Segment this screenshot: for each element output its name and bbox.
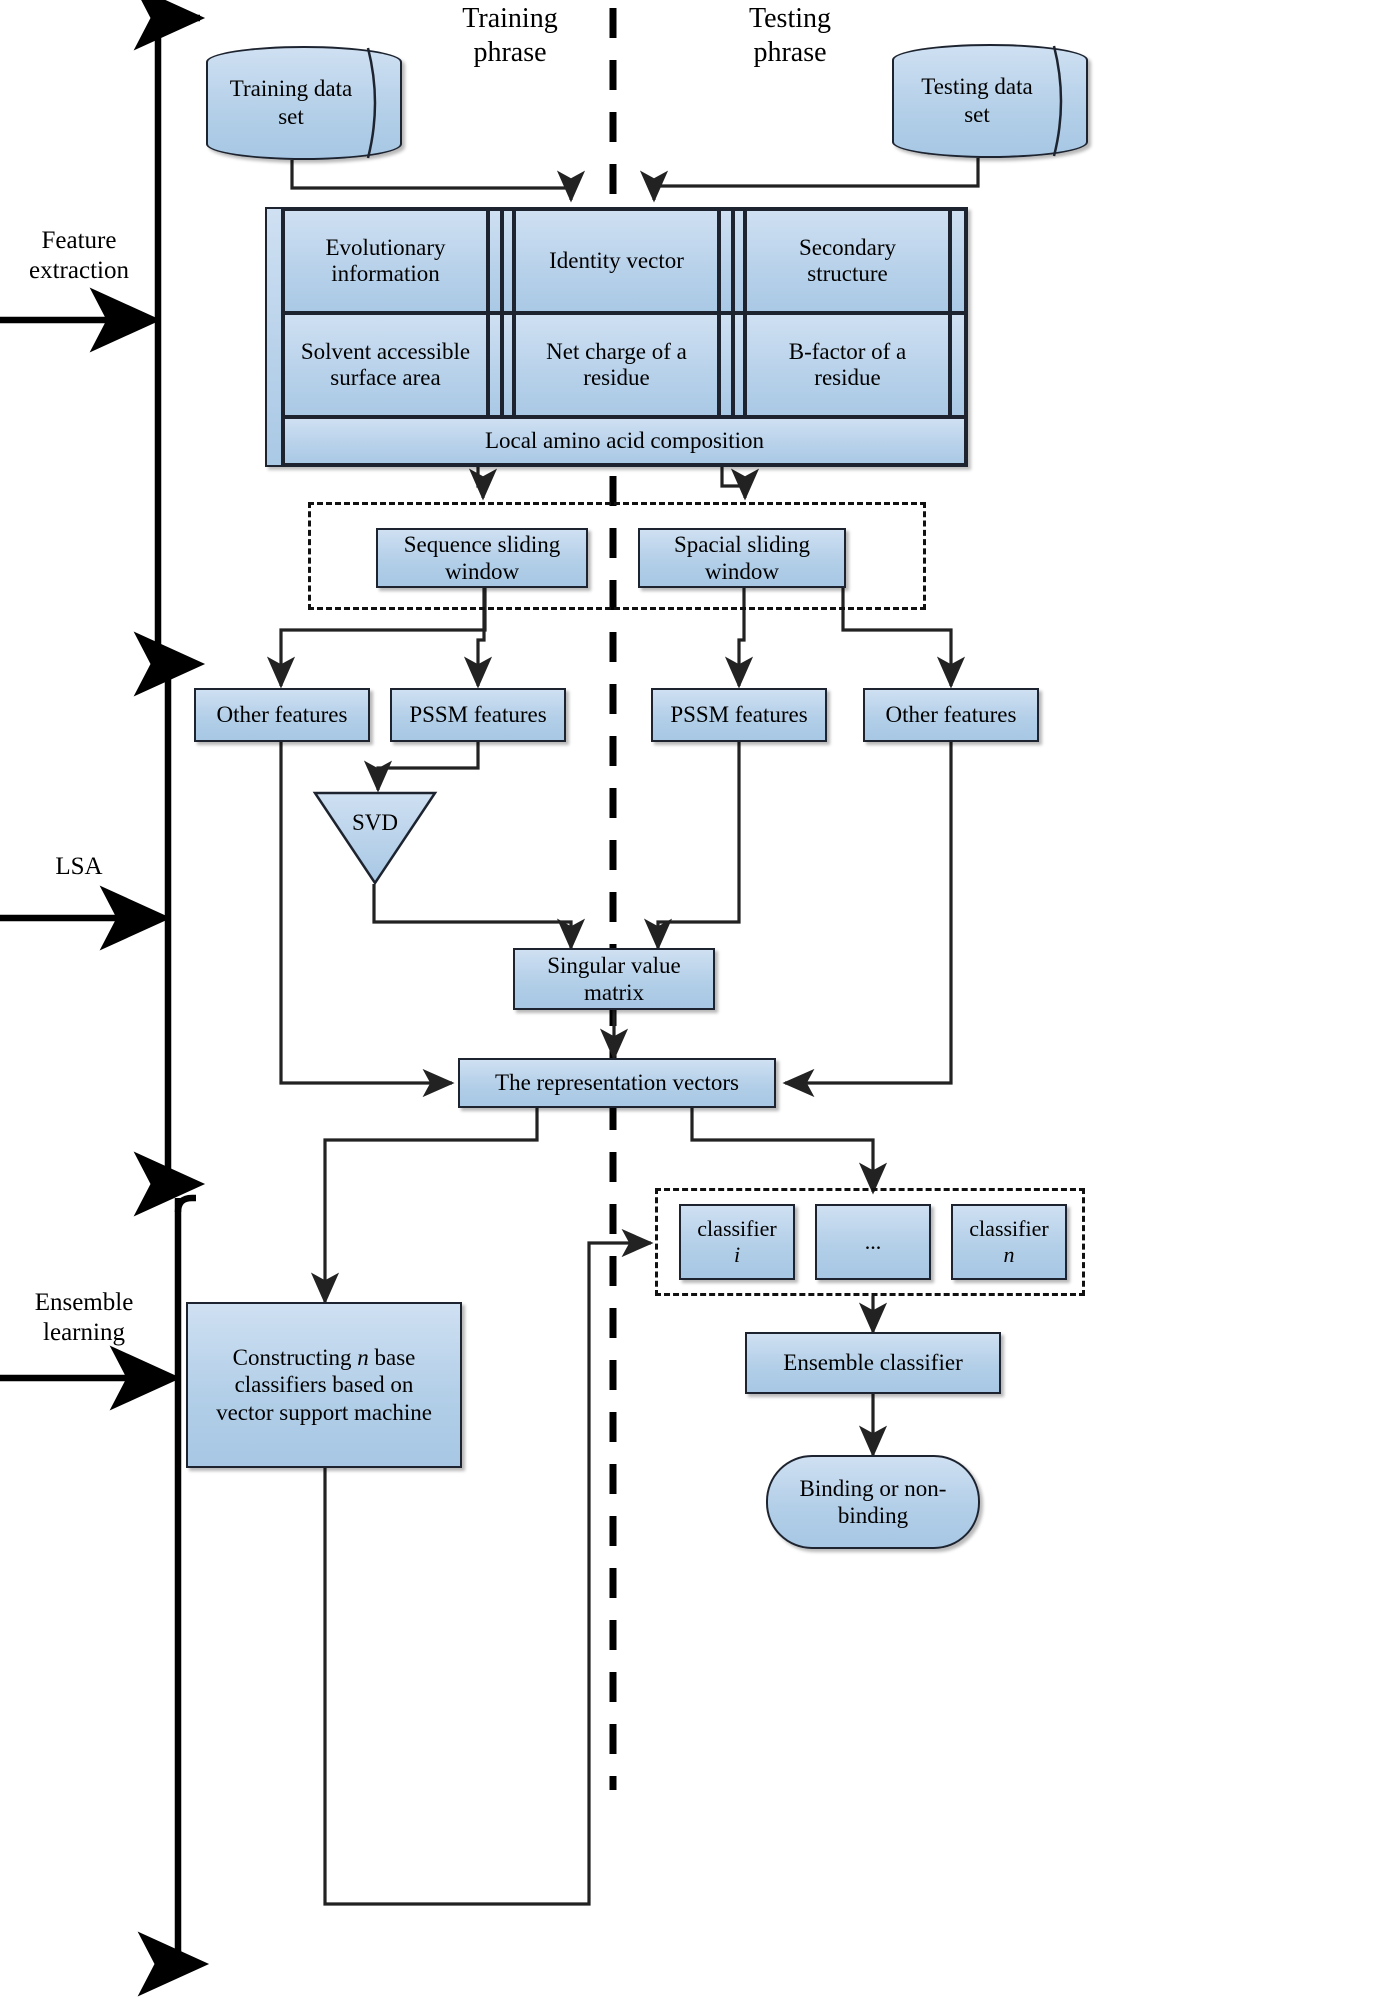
constructing-line2: classifiers based on [234, 1372, 414, 1398]
constructing-base-classifiers-box[interactable]: Constructing n base classifiers based on… [186, 1302, 462, 1468]
svd-label: SVD [351, 810, 398, 835]
singular-value-matrix-line1: Singular value [547, 952, 681, 978]
feature-cell-secondary-structure-line1: Secondary [798, 235, 897, 260]
training-phase-title-line1: Training [462, 3, 558, 34]
training-data-set-text: Training data set [206, 46, 402, 160]
classifier-ellipsis-box[interactable]: ... [815, 1204, 931, 1280]
feature-cell-secondary-structure-line2: structure [807, 261, 888, 286]
stage-label-feature-extraction-line1: Feature [41, 227, 117, 254]
representation-vectors-box[interactable]: The representation vectors [458, 1058, 776, 1108]
training-data-set-cylinder[interactable]: Training data set [206, 46, 402, 160]
other-features-train-box[interactable]: Other features [194, 688, 370, 742]
classifier-ellipsis-label: ... [864, 1229, 882, 1255]
classifier-n-line2: n [1003, 1242, 1015, 1267]
testing-phase-title: Testing phrase [700, 2, 880, 69]
pssm-features-test-label: PSSM features [670, 702, 808, 728]
classifier-i-box[interactable]: classifier i [679, 1204, 795, 1280]
stage-label-feature-extraction: Feature extraction [4, 226, 154, 286]
feature-cell-b-factor-line1: B-factor of a [788, 339, 907, 364]
classifier-n-box[interactable]: classifier n [951, 1204, 1067, 1280]
feature-cell-evolutionary-information-line2: information [331, 261, 440, 286]
binding-output-line1: Binding or non- [799, 1475, 947, 1501]
feature-cell-net-charge-line2: residue [583, 365, 650, 390]
stage-label-ensemble-learning: Ensemble learning [4, 1288, 164, 1348]
feature-panel-spacer-h [719, 313, 733, 417]
feature-panel-spacer-b [502, 209, 514, 313]
pssm-features-test-box[interactable]: PSSM features [651, 688, 827, 742]
feature-cell-solvent-accessible-surface-area[interactable]: Solvent accessible surface area [283, 313, 488, 417]
feature-cell-evolutionary-information-line1: Evolutionary [325, 235, 446, 260]
feature-panel-spacer-j [950, 313, 966, 417]
stage-label-feature-extraction-line2: extraction [29, 257, 129, 284]
pssm-features-train-box[interactable]: PSSM features [390, 688, 566, 742]
classifier-i-line1: classifier [697, 1216, 777, 1242]
other-features-test-box[interactable]: Other features [863, 688, 1039, 742]
testing-phase-title-line2: phrase [753, 36, 827, 68]
feature-cell-net-charge-of-a-residue[interactable]: Net charge of a residue [514, 313, 719, 417]
binding-output-line2: binding [837, 1503, 909, 1528]
stage-label-ensemble-learning-line1: Ensemble [34, 1289, 134, 1316]
classifier-i-line2: i [733, 1242, 741, 1267]
constructing-line1: Constructing n base [216, 1344, 432, 1371]
ensemble-classifier-box[interactable]: Ensemble classifier [745, 1332, 1001, 1394]
singular-value-matrix-box[interactable]: Singular value matrix [513, 948, 715, 1010]
feature-panel-spacer-e [950, 209, 966, 313]
feature-panel-spacer-i [733, 313, 745, 417]
feature-cell-secondary-structure[interactable]: Secondary structure [745, 209, 950, 313]
stage-label-lsa: LSA [4, 852, 154, 882]
feature-cell-b-factor-of-a-residue[interactable]: B-factor of a residue [745, 313, 950, 417]
feature-panel-spacer-d [733, 209, 745, 313]
stage-label-ensemble-learning-line2: learning [43, 1319, 125, 1346]
feature-cell-identity-vector[interactable]: Identity vector [514, 209, 719, 313]
other-features-train-label: Other features [216, 702, 348, 728]
sequence-sliding-window-line2: window [444, 559, 520, 584]
pssm-features-train-label: PSSM features [409, 702, 547, 728]
feature-cell-b-factor-line2: residue [814, 365, 881, 390]
sequence-sliding-window-line1: Sequence sliding [403, 531, 561, 557]
testing-data-set-cylinder[interactable]: Testing data set [892, 44, 1088, 158]
spacial-sliding-window-box[interactable]: Spacial sliding window [638, 528, 846, 588]
classifier-group-box [655, 1188, 1085, 1296]
testing-data-set-line2: set [964, 102, 990, 127]
feature-cell-evolutionary-information[interactable]: Evolutionary information [283, 209, 488, 313]
constructing-line1-italic-n: n [357, 1345, 369, 1371]
binding-or-non-binding-terminator[interactable]: Binding or non- binding [766, 1455, 980, 1549]
feature-cell-solvent-line2: surface area [330, 365, 441, 390]
feature-panel-spacer-c [719, 209, 733, 313]
training-data-set-line1: Training data [229, 76, 353, 102]
feature-panel-spacer-g [502, 313, 514, 417]
singular-value-matrix-line2: matrix [583, 980, 645, 1005]
constructing-line1-a: Constructing [232, 1345, 358, 1371]
testing-data-set-text: Testing data set [892, 44, 1088, 158]
classifier-n-line1: classifier [969, 1216, 1049, 1242]
constructing-line1-b: base [368, 1345, 416, 1371]
testing-data-set-line1: Testing data [921, 74, 1033, 100]
feature-panel-spacer-left [265, 207, 283, 467]
ensemble-classifier-label: Ensemble classifier [783, 1350, 963, 1376]
spacial-sliding-window-line2: window [704, 559, 780, 584]
feature-cell-local-amino-acid-composition[interactable]: Local amino acid composition [283, 417, 966, 465]
constructing-line3: vector support machine [216, 1399, 432, 1425]
training-phase-title-line2: phrase [473, 36, 547, 68]
stage-label-lsa-line1: LSA [55, 853, 103, 880]
feature-cell-net-charge-line1: Net charge of a [546, 339, 687, 364]
spacial-sliding-window-line1: Spacial sliding [673, 531, 811, 557]
feature-panel-spacer-a [488, 209, 502, 313]
sequence-sliding-window-box[interactable]: Sequence sliding window [376, 528, 588, 588]
training-data-set-line2: set [278, 104, 304, 129]
svd-triangle-shape [312, 791, 438, 886]
feature-cell-local-amino-acid-composition-label: Local amino acid composition [484, 428, 765, 453]
sliding-window-group-box [308, 502, 926, 610]
feature-panel-spacer-f [488, 313, 502, 417]
training-phase-title: Training phrase [420, 2, 600, 69]
representation-vectors-label: The representation vectors [495, 1070, 739, 1096]
feature-cell-solvent-line1: Solvent accessible [300, 339, 471, 364]
other-features-test-label: Other features [885, 702, 1017, 728]
svd-triangle[interactable]: SVD [312, 790, 438, 886]
testing-phase-title-line1: Testing [748, 3, 832, 34]
feature-cell-identity-vector-label: Identity vector [549, 248, 684, 273]
